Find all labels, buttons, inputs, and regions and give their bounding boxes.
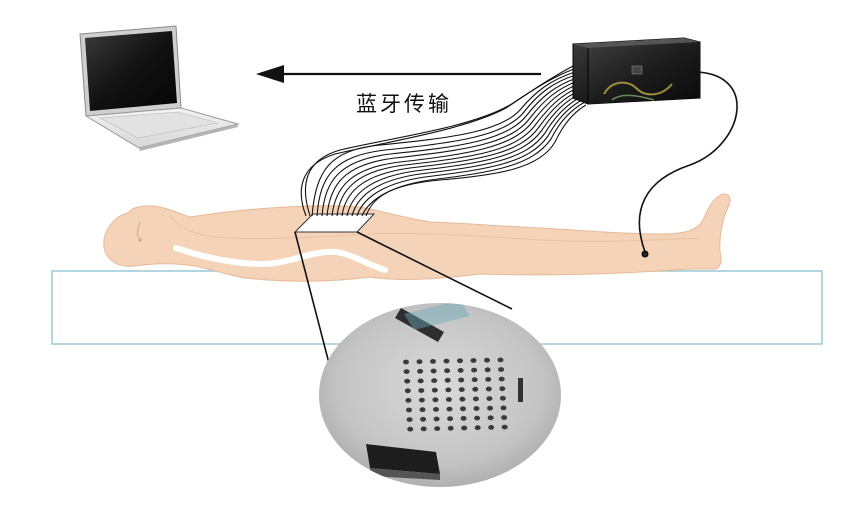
electrode-dot [432,397,438,402]
electrode-dot [474,406,480,411]
electrode-dot [434,426,440,431]
electrode-dot [405,388,411,393]
electrode-dot [485,367,491,372]
electrode-dot [421,427,427,432]
electrode-dot [501,406,507,411]
transmission-arrow [256,65,541,83]
electrode-dot [404,379,410,384]
electrode-dot [445,378,451,383]
electrode-dot [472,387,478,392]
electrode-dot [417,369,423,374]
electrode-dot [444,368,450,373]
electrode-dot [407,427,413,432]
electrode-dot [420,417,426,422]
transmission-label: 蓝牙传输 [356,92,452,116]
electrode-dot [488,425,494,430]
electrode-dot [432,388,438,393]
electrode-dot [404,369,410,374]
electrode-dot [499,377,505,382]
electrode-dot [459,397,465,402]
electrode-dot [460,406,466,411]
electrode-dot [433,407,439,412]
electrode-dot [430,359,436,364]
electrode-dot [486,387,492,392]
laptop-icon [80,26,238,151]
electrode-dot [447,416,453,421]
reference-electrode [642,251,648,257]
electrode-dot [486,396,492,401]
electrode-dot [473,397,479,402]
human-body [104,194,730,281]
electrode-dot [500,396,506,401]
wire-bundle [301,66,586,216]
electrode-dot [403,360,409,365]
electrode-dot [445,388,451,393]
electrode-dot [498,367,504,372]
electrode-dot [501,415,507,420]
electrode-dot [431,369,437,374]
electrode-dot [484,358,490,363]
electrode-dot [444,359,450,364]
electrode-dot [471,358,477,363]
electrode-dot [406,408,412,413]
electrode-dot [488,415,494,420]
electrode-dot [471,368,477,373]
electrode-dot [475,425,481,430]
electrode-dot [418,388,424,393]
electrode-dot [446,397,452,402]
electrode-dot [418,379,424,384]
electrode-dot [447,407,453,412]
electrode-dot [458,378,464,383]
electrode-dot [407,417,413,422]
electrode-dot [459,387,465,392]
electrode-dot [419,398,425,403]
electrode-dot [457,358,463,363]
electrode-dot [474,416,480,421]
electrode-dot [472,377,478,382]
electrode-dot [461,416,467,421]
acquisition-device [573,38,700,104]
reference-bar [518,378,523,402]
electrode-dot [502,425,508,430]
electrode-dot [485,377,491,382]
electrode-dot [499,386,505,391]
electrode-dot [431,378,437,383]
electrode-dot [487,406,493,411]
electrode-dot [417,359,423,364]
electrode-dot [434,417,440,422]
electrode-dot [405,398,411,403]
electrode-dot [448,426,454,431]
electrode-dot [498,358,504,363]
electrode-dot [461,426,467,431]
electrode-dot [420,407,426,412]
electrode-dot [458,368,464,373]
